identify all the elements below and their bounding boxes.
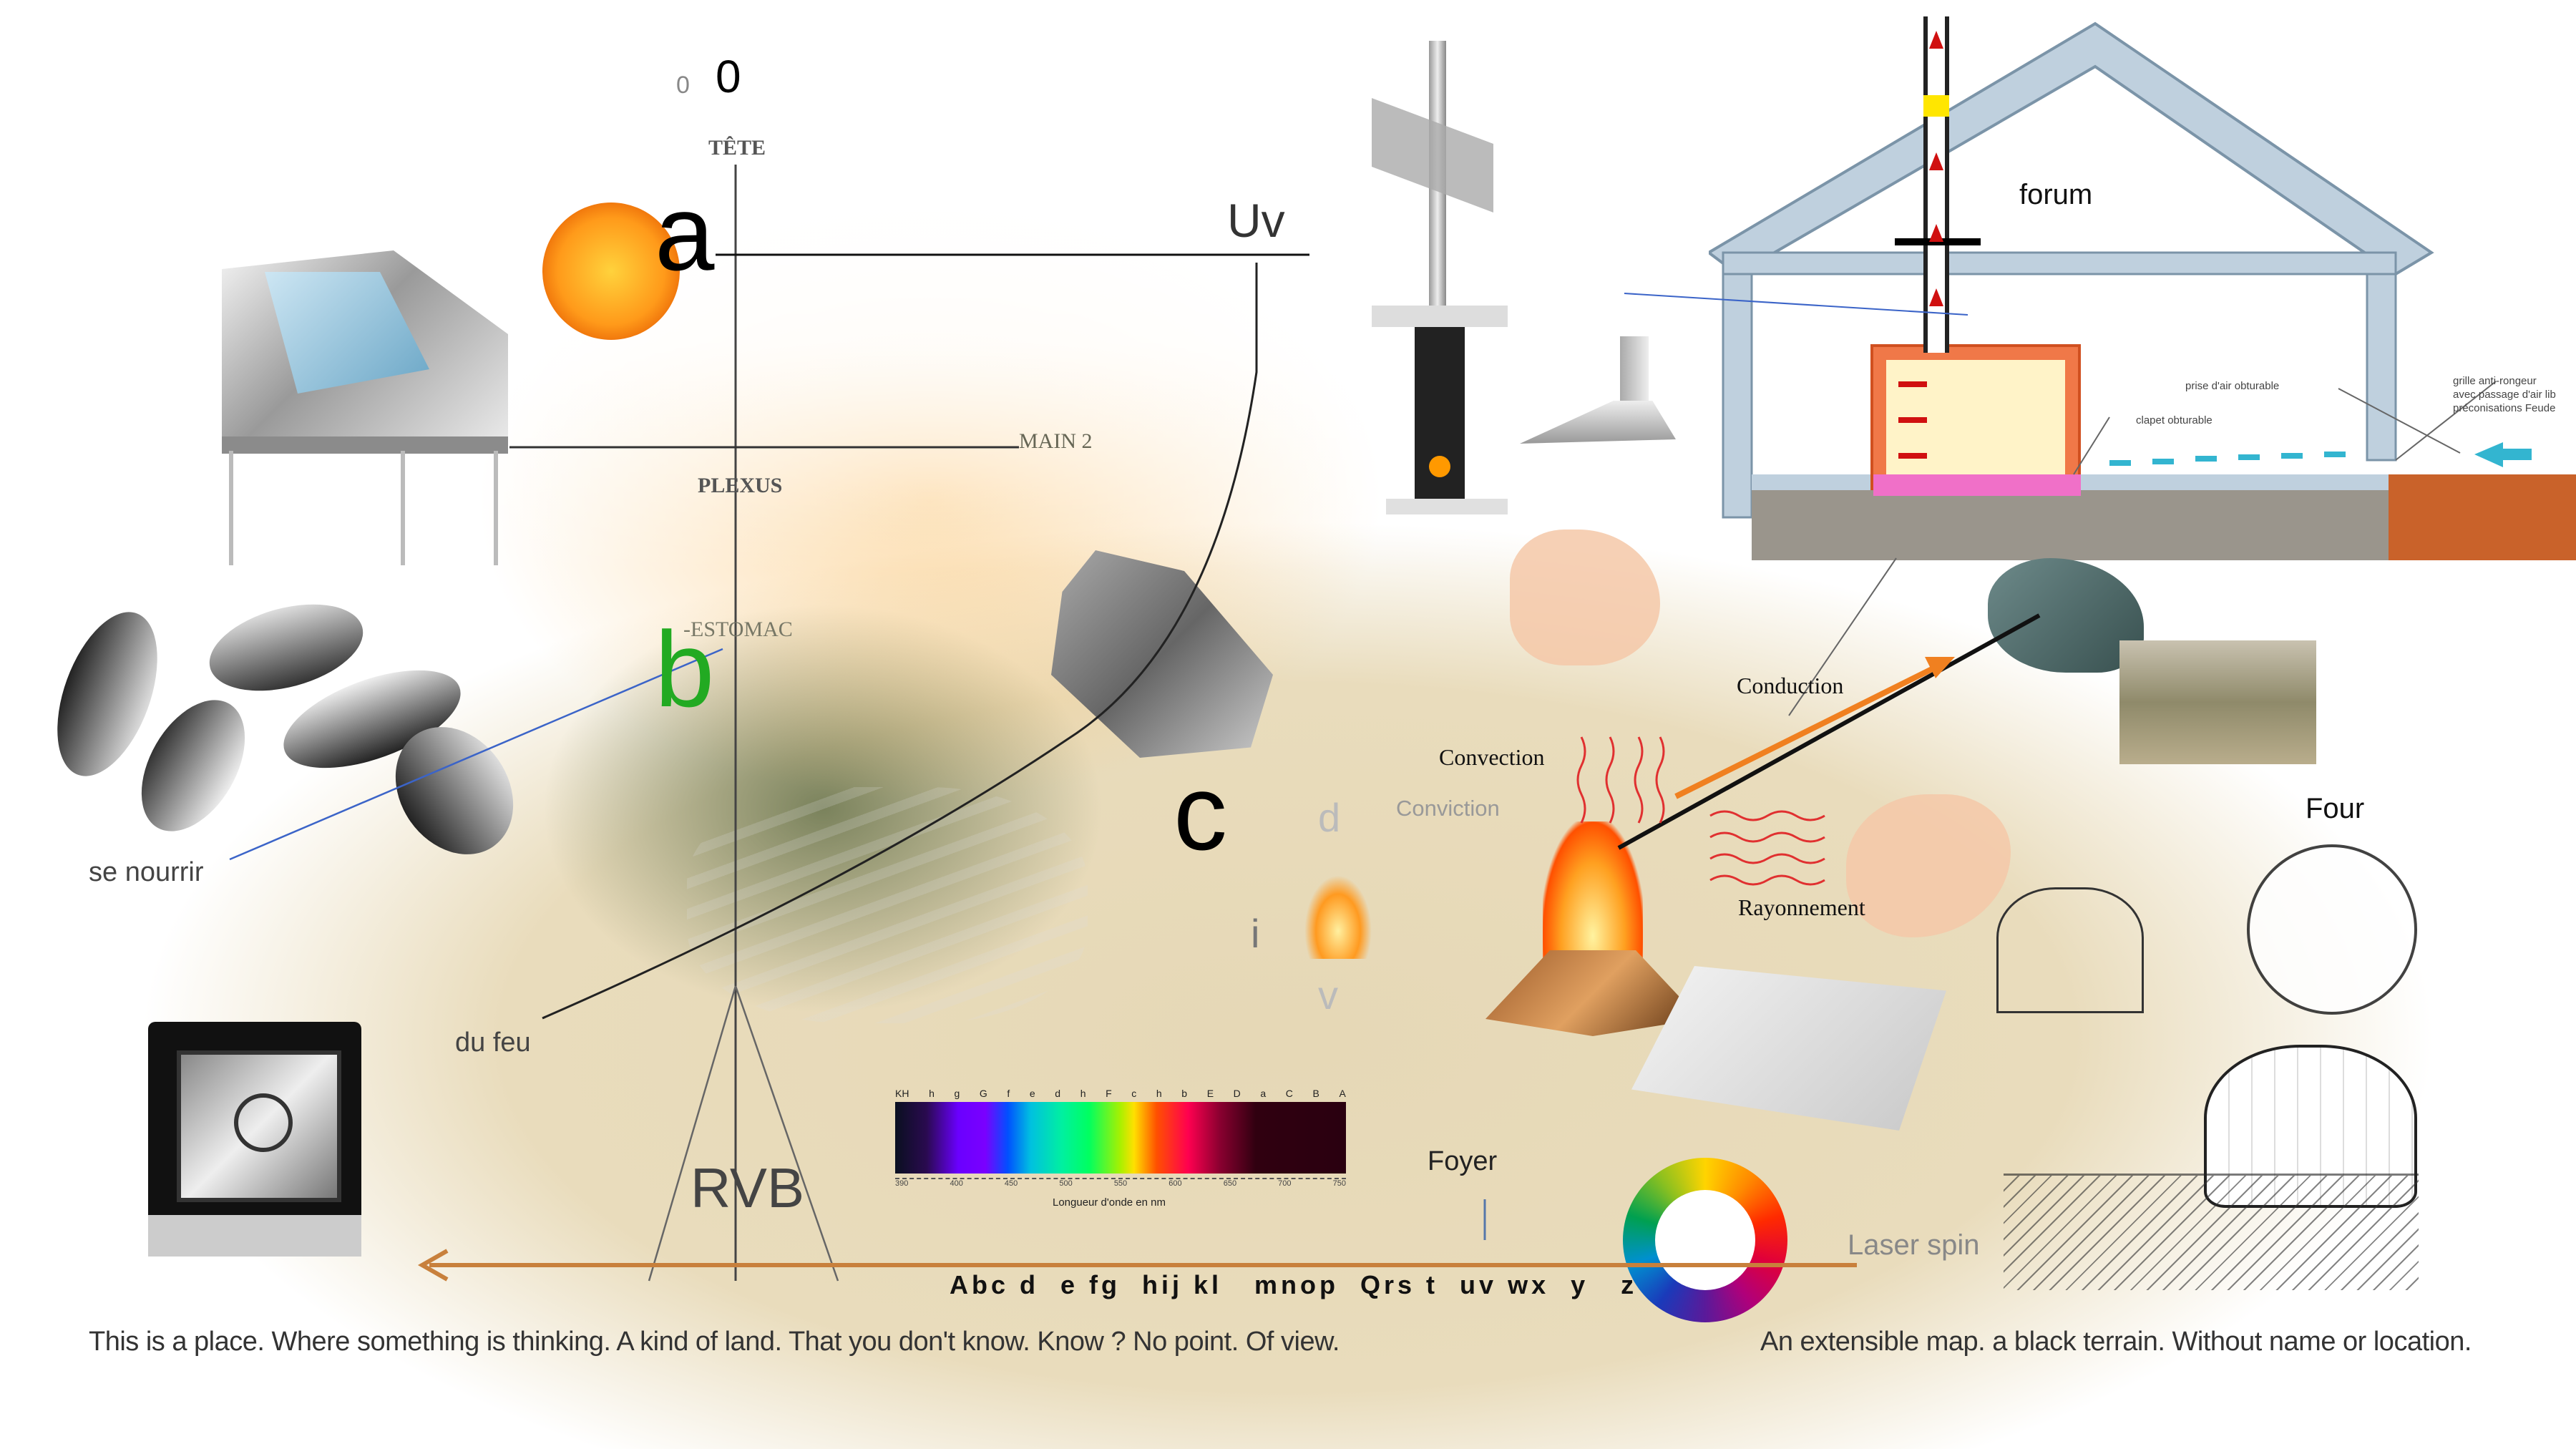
conviction-label: Conviction [1396,796,1500,821]
house-heating-diagram: prise d'air obturable clapet obturable g… [1709,16,2576,560]
estomac-label: -ESTOMAC [683,618,793,641]
blue-line-forum [1624,293,1968,316]
foyer-label: Foyer [1428,1146,1498,1176]
small-campfire-icon [1299,866,1377,959]
tete-label: TÊTE [708,136,766,160]
rvb-label: RVB [691,1156,804,1219]
house-outline [1709,16,2576,560]
uv-curve [542,263,1258,1020]
alphabet-row: Abc d e fg hij kl mnop Qrs t uv wx y z [950,1270,1638,1299]
letter-d: d [1318,795,1341,840]
spectrum-bar [895,1102,1346,1174]
footer-left-text: This is a place. Where something is thin… [89,1327,1340,1357]
convection-oven-image [148,1022,361,1257]
grille-label: grille anti-rongeur avec passage d'air l… [2453,375,2556,414]
conduction-arrow [1674,663,1941,799]
laser-spin-label: Laser spin [1848,1229,1980,1261]
radiation-waves [1709,810,1825,886]
oven-section-sketch [2247,844,2417,1015]
fume-hood-image [222,236,515,565]
four-label: Four [2306,793,2365,824]
zero-small-label: 0 [676,72,690,99]
prise-air-label: prise d'air obturable [2185,380,2280,392]
rayonnement-label: Rayonnement [1738,894,1865,920]
hands-top-image [1510,530,1660,665]
footer-right-text: An extensible map. a black terrain. With… [1760,1327,2472,1357]
range-hood-image [1520,336,1676,444]
spectrum-caption: Longueur d'onde en nm [1053,1196,1166,1209]
aerial-village-image [687,787,1088,1023]
main2-label: MAIN 2 [1019,429,1093,453]
se-nourrir-label: se nourrir [89,857,204,887]
clapet-label: clapet obturable [2136,414,2212,426]
plexus-label: PLEXUS [698,474,783,497]
zero-large-label: 0 [716,51,741,102]
stove-chimney-image [1372,41,1515,520]
landscape-photo [2119,640,2316,764]
convection-waves [1576,736,1665,824]
color-wheel [1623,1158,1787,1322]
uv-label: Uv [1227,194,1285,247]
stone-oven-sketch [1996,887,2144,1013]
poker-rod [1617,613,2041,850]
letter-c: c [1174,752,1227,872]
letter-b: b [655,609,715,729]
convection-label: Convection [1439,744,1545,770]
du-feu-label: du feu [455,1028,531,1058]
letter-i: i [1251,911,1260,956]
ground-hatch-sketch [2004,1174,2419,1290]
letter-v: v [1318,972,1338,1018]
forum-label: forum [2019,179,2093,210]
conduction-label: Conduction [1737,673,1844,698]
blue-line [229,648,723,861]
letter-a: a [655,172,715,293]
sun-image [542,203,680,340]
